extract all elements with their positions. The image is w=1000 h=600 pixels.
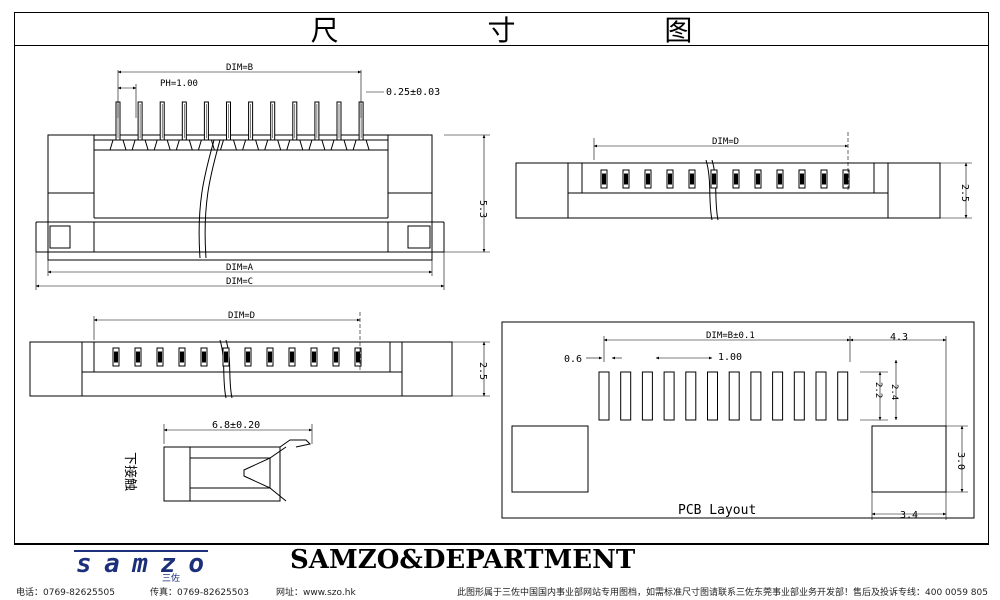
label-pcb-pad-w: 0.6: [564, 354, 582, 365]
side-view-bottom: [29, 312, 490, 399]
website-text: 网址：www.szo.hk: [276, 588, 356, 598]
label-height-side-bottom: 2.5: [477, 362, 488, 380]
title-block: 尺 寸 图: [14, 12, 989, 47]
pcb-pad: [598, 371, 610, 421]
label-pin-width: 0.25±0.03: [386, 87, 440, 98]
label-contact-side: 下接触: [122, 452, 138, 491]
label-height-side-top: 2.5: [959, 184, 970, 202]
logo-wordmark: samzo: [76, 549, 204, 579]
label-pcb-pad-h1: 2.2: [873, 382, 883, 398]
pcb-pad: [620, 371, 632, 421]
pcb-pad: [685, 371, 697, 421]
pcb-pad: [641, 371, 653, 421]
pcb-pad: [663, 371, 675, 421]
label-dim-d-bottom: DIM=D: [228, 311, 255, 321]
label-dim-b: DIM=B: [226, 63, 253, 73]
pcb-pad: [815, 371, 827, 421]
front-break-line: [198, 139, 215, 259]
pcb-pad: [750, 371, 762, 421]
samzo-logo: samzo 三佐: [74, 548, 214, 586]
label-dim-d-top: DIM=D: [712, 137, 739, 147]
label-pcb-mount-w: 3.4: [900, 510, 918, 521]
front-right-window: [407, 225, 431, 249]
drawing-frame: [14, 46, 989, 544]
front-left-lock: [47, 134, 95, 194]
section-view: [163, 424, 313, 502]
pcb-mount-pad-left: [511, 425, 589, 493]
pcb-layout: [501, 321, 975, 520]
label-pcb-mount-h: 3.0: [955, 452, 966, 470]
front-pins: [109, 101, 370, 151]
drawing-title: 尺 寸 图: [310, 14, 763, 47]
brand-name: SAMZO&DEPARTMENT: [290, 545, 636, 575]
footer-divider: [14, 544, 989, 545]
label-pcb-pitch: 1.00: [718, 352, 742, 363]
front-body: [47, 134, 433, 261]
pcb-pad: [707, 371, 718, 421]
fax-text: 传真：0769-82625503: [150, 588, 249, 598]
label-pcb-dim-b: DIM=B±0.1: [706, 331, 755, 341]
label-dim-a: DIM=A: [226, 263, 254, 273]
pcb-pad: [837, 371, 849, 421]
logo-subtitle: 三佐: [162, 572, 180, 582]
pcb-pad: [728, 371, 740, 421]
label-depth: 6.8±0.20: [212, 420, 260, 431]
side-view-top: [515, 132, 972, 221]
label-dim-c: DIM=C: [226, 277, 253, 287]
label-pcb-pad-h2: 2.4: [889, 384, 899, 400]
label-pitch: PH=1.00: [160, 79, 198, 89]
label-pcb-caption: PCB Layout: [678, 503, 756, 518]
pcb-mount-pad-right: [871, 425, 947, 493]
label-pcb-edge: 4.3: [890, 332, 908, 343]
front-view: [35, 70, 490, 290]
front-left-window: [49, 225, 71, 249]
pcb-pad: [793, 371, 805, 421]
label-height-front: 5.3: [477, 200, 488, 218]
phone-text: 电话：0769-82625505: [16, 588, 115, 598]
pcb-pad: [772, 371, 784, 421]
notice-text: 此图形属于三佐中国国内事业部网站专用图档，如需标准尺寸图请联系三佐东莞事业部业务…: [457, 588, 988, 598]
